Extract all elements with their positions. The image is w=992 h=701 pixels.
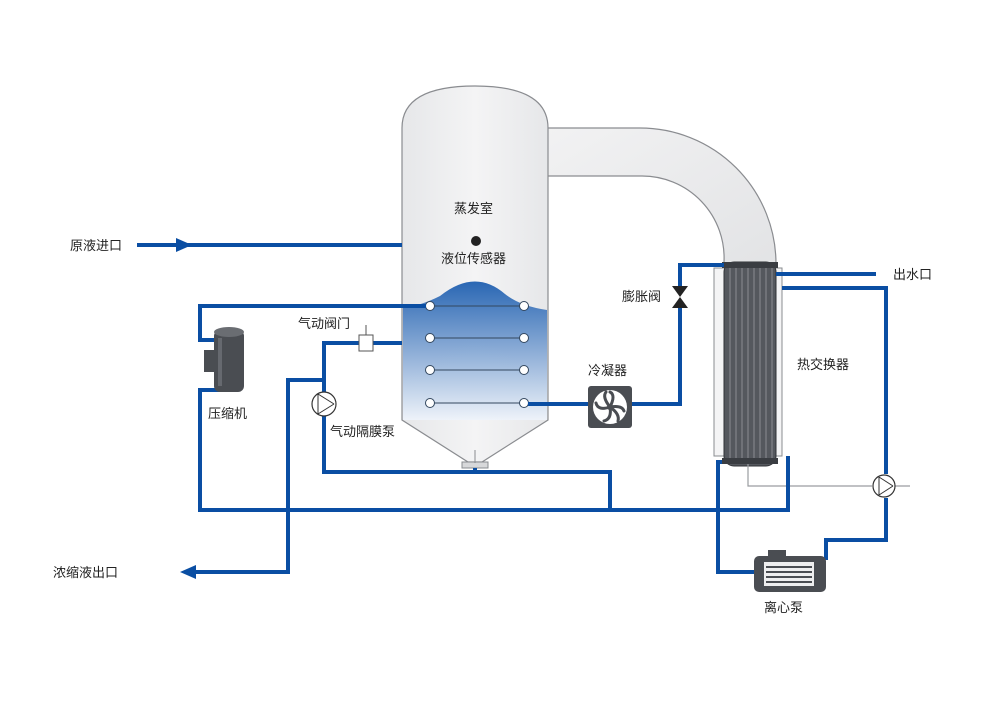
fan-icon bbox=[588, 386, 632, 428]
pneumatic-valve-label: 气动阀门 bbox=[298, 316, 350, 332]
concentrate-outlet-label: 浓缩液出口 bbox=[53, 565, 118, 581]
compressor-icon bbox=[204, 327, 244, 392]
evaporator-coil bbox=[425, 301, 529, 408]
level-sensor-label: 液位传感器 bbox=[441, 251, 506, 267]
arrow-left-icon bbox=[180, 565, 196, 579]
centrifugal-pump-label: 离心泵 bbox=[764, 600, 803, 616]
thin-bypass-line bbox=[747, 464, 872, 487]
evaporator-liquid bbox=[403, 281, 547, 420]
pneumatic-valve-icon bbox=[358, 334, 374, 352]
raw-inlet-label: 原液进口 bbox=[70, 239, 122, 254]
heat-exchanger-label: 热交换器 bbox=[797, 357, 849, 373]
bypass-pump-icon bbox=[872, 474, 896, 498]
process-pipes bbox=[137, 243, 888, 574]
compressor-label: 压缩机 bbox=[208, 406, 247, 422]
expansion-valve-label: 膨胀阀 bbox=[622, 290, 661, 305]
diaphragm-pump-label: 气动隔膜泵 bbox=[330, 424, 395, 440]
bowtie-valve-icon bbox=[672, 286, 688, 308]
water-outlet-label: 出水口 bbox=[893, 268, 932, 283]
centrifugal-pump-icon bbox=[754, 550, 826, 592]
vapor-duct bbox=[539, 127, 777, 271]
evaporator-label: 蒸发室 bbox=[454, 201, 493, 217]
level-sensor-icon bbox=[471, 236, 481, 246]
arrow-right-icon bbox=[176, 238, 192, 252]
heat-exchanger-tube-bundle bbox=[722, 261, 778, 467]
pump-circle-icon bbox=[311, 391, 337, 417]
condenser-label: 冷凝器 bbox=[588, 363, 627, 379]
